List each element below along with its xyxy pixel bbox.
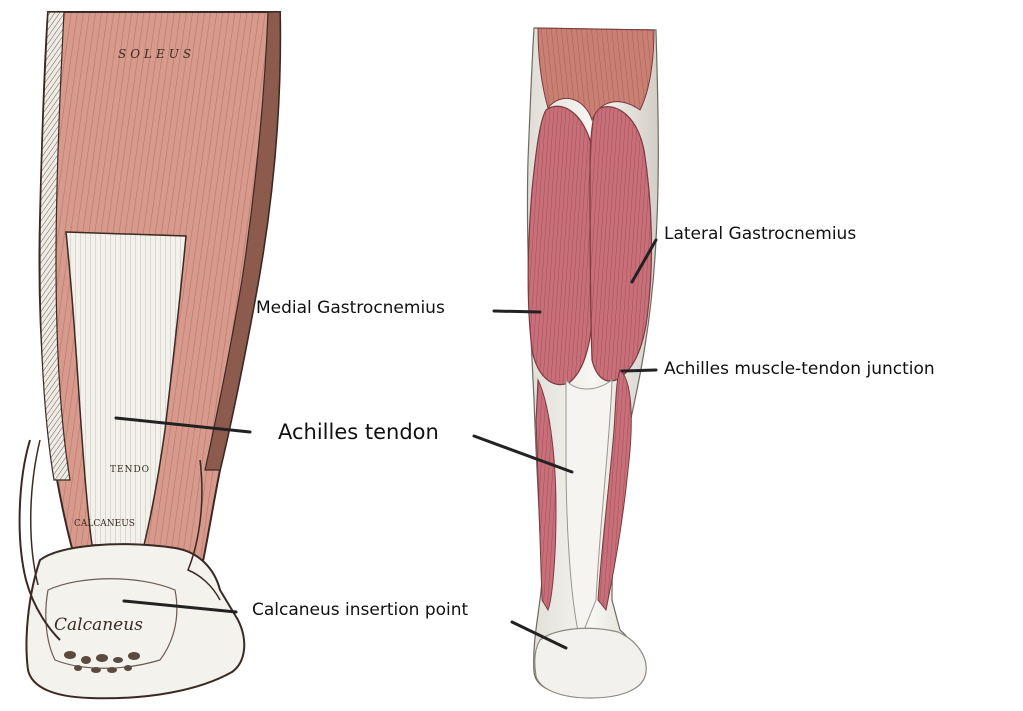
label-calcaneus-insertion-point: Calcaneus insertion point [252, 600, 468, 620]
medial-gastrocnemius-muscle [528, 106, 595, 384]
right-illustration [527, 28, 658, 698]
label-achilles-tendon: Achilles tendon [278, 420, 439, 444]
engraved-soleus-label: SOLEUS [118, 47, 195, 61]
label-achilles-muscle-tendon-junction: Achilles muscle-tendon junction [664, 359, 935, 379]
leader-medial-gastrocnemius [494, 311, 540, 312]
engraved-calcaneus-small-label: CALCANEUS [74, 519, 135, 529]
engraved-tendo-label: TENDO [110, 465, 150, 475]
label-lateral-gastrocnemius: Lateral Gastrocnemius [664, 224, 856, 244]
left-engraving: SOLEUS TENDO CALCANEUS Calcaneus [20, 12, 281, 698]
leader-muscle-tendon-junction [622, 370, 656, 371]
engraved-calcaneus-script-label: Calcaneus [54, 615, 143, 635]
label-medial-gastrocnemius: Medial Gastrocnemius [256, 298, 445, 318]
foot [535, 628, 646, 698]
lateral-gastrocnemius-muscle [590, 107, 651, 381]
